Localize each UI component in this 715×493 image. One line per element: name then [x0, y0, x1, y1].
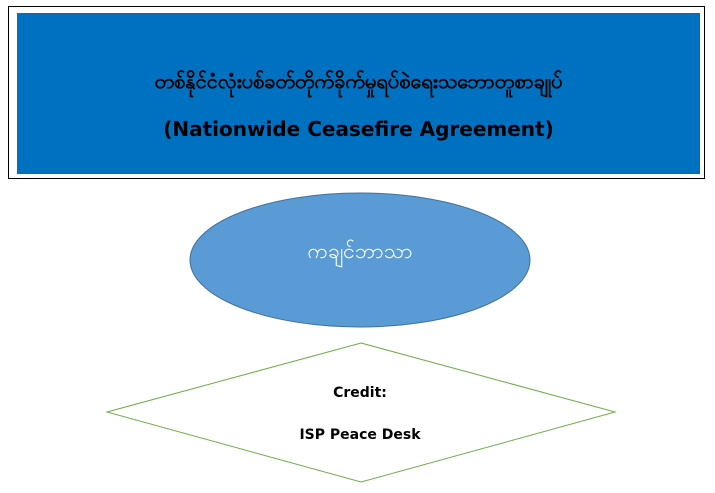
credit-source: ISP Peace Desk — [299, 427, 421, 443]
title-frame: တစ်နိုင်ငံလုံးပစ်ခတ်တိုက်ခိုက်မှုရပ်စဲရေ… — [8, 6, 705, 179]
title-english: (Nationwide Ceasefire Agreement) — [163, 117, 554, 141]
title-burmese: တစ်နိုင်ငံလုံးပစ်ခတ်တိုက်ခိုက်မှုရပ်စဲရေ… — [154, 69, 563, 93]
credit-diamond — [105, 342, 617, 483]
language-ellipse — [189, 192, 531, 328]
language-label: ကချင်ဘာသာ — [307, 239, 413, 263]
credit-label: Credit: — [333, 385, 387, 401]
title-box: တစ်နိုင်ငံလုံးပစ်ခတ်တိုက်ခိုက်မှုရပ်စဲရေ… — [17, 13, 700, 174]
